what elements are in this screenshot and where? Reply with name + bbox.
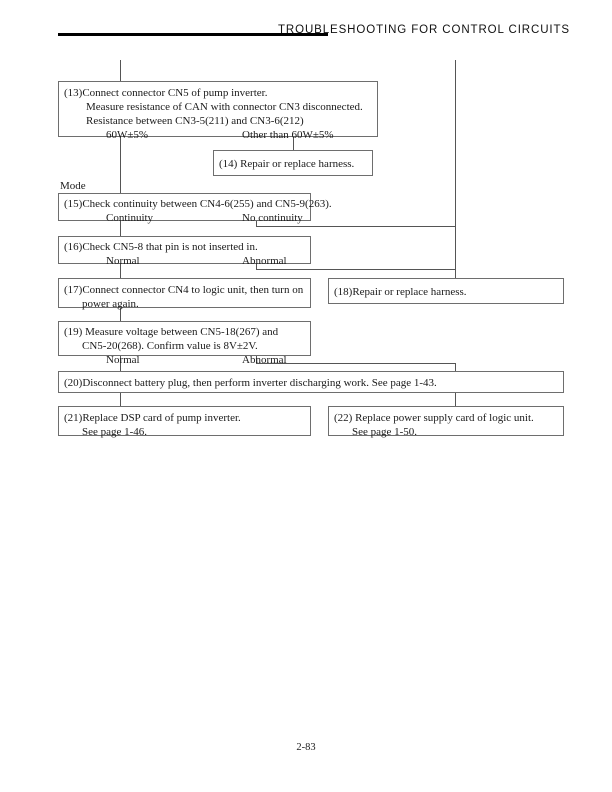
connector-step16-branch-down: [256, 264, 257, 270]
step18-line1: (18)Repair or replace harness.: [334, 285, 557, 299]
step19-branch-row: Normal Abnormal: [64, 353, 304, 367]
step13-text1: Connect connector CN5 of pump inverter.: [82, 87, 268, 99]
step21-number: (21): [64, 412, 83, 424]
step13-branch-right-label: Other than 60W±5%: [242, 129, 334, 141]
step15-branch-row: Continuity No continuity: [64, 211, 304, 225]
step13-line3: Resistance between CN3-5(211) and CN3-6(…: [86, 115, 304, 127]
step14-line1: (14) Repair or replace harness.: [219, 157, 366, 171]
step19-text1: Measure voltage between CN5-18(267) and: [85, 326, 279, 338]
step17-line2: power again.: [82, 298, 139, 310]
step17-line1: (17)Connect connector CN4 to logic unit,…: [64, 283, 304, 297]
step15-number: (15): [64, 198, 83, 210]
flow-step-18: (18)Repair or replace harness.: [328, 278, 564, 304]
step22-line2: See page 1-50.: [352, 426, 418, 438]
step14-text1: Repair or replace harness.: [240, 158, 355, 170]
step16-text1: Check CN5-8 that pin is not inserted in.: [82, 241, 258, 253]
connector-step20-to-step21: [120, 393, 121, 406]
step17-text1: Connect connector CN4 to logic unit, the…: [82, 284, 304, 296]
step13-branch-row: 60W±5% Other than 60W±5%: [64, 128, 371, 142]
step16-branch-right-label: Abnormal: [242, 255, 287, 267]
step19-line2: CN5-20(268). Confirm value is 8V±2V.: [82, 340, 258, 352]
connector-step17-to-step19: [120, 308, 121, 321]
step13-line2: Measure resistance of CAN with connector…: [86, 101, 363, 113]
connector-step19-branch-right: [256, 363, 456, 364]
step15-text1: Check continuity between CN4-6(255) and …: [82, 198, 332, 210]
connector-step13-to-step15: [120, 137, 121, 193]
step15-branch-right-label: No continuity: [242, 212, 303, 224]
step19-number: (19): [64, 326, 83, 338]
flow-step-19: (19) Measure voltage between CN5-18(267)…: [58, 321, 311, 366]
step18-number: (18): [334, 286, 353, 298]
connector-into-step13: [120, 60, 121, 81]
step15-branch-left-label: Continuity: [106, 212, 154, 224]
connector-step15-to-step16: [120, 221, 121, 236]
connector-step16-branch-right: [256, 269, 456, 270]
step17-number: (17): [64, 284, 83, 296]
flow-step-13: (13)Connect connector CN5 of pump invert…: [58, 81, 378, 141]
mode-label: Mode: [60, 180, 86, 192]
connector-step16-to-step17: [120, 264, 121, 278]
step20-text1: Disconnect battery plug, then perform in…: [82, 377, 437, 389]
connector-step19-branch-into-step20: [455, 363, 456, 371]
flow-step-14: (14) Repair or replace harness.: [213, 150, 373, 176]
step16-branch-row: Normal Abnormal: [64, 254, 304, 268]
step16-number: (16): [64, 241, 83, 253]
step19-branch-right-label: Abnormal: [242, 354, 287, 366]
step21-line2: See page 1-46.: [82, 426, 148, 438]
connector-step19-branch-down: [256, 356, 257, 364]
step19-line1: (19) Measure voltage between CN5-18(267)…: [64, 325, 304, 339]
flow-step-15: (15)Check continuity between CN4-6(255) …: [58, 193, 332, 224]
step14-number: (14): [219, 158, 238, 170]
connector-step13-to-step14: [293, 137, 294, 150]
connector-step15-branch-down: [256, 221, 257, 227]
connector-step19-to-step20: [120, 356, 121, 371]
step16-branch-left-label: Normal: [106, 255, 140, 267]
step19-branch-left-label: Normal: [106, 354, 140, 366]
flow-step-20: (20)Disconnect battery plug, then perfor…: [58, 371, 564, 393]
step20-number: (20): [64, 377, 83, 389]
flow-step-16: (16)Check CN5-8 that pin is not inserted…: [58, 236, 311, 267]
header-rule: [58, 33, 328, 36]
step20-line1: (20)Disconnect battery plug, then perfor…: [64, 376, 557, 390]
page-header-title: TROUBLESHOOTING FOR CONTROL CIRCUITS: [277, 24, 570, 36]
connector-step15-branch-right: [256, 226, 456, 227]
connector-right-rail: [455, 60, 456, 278]
flow-step-17: (17)Connect connector CN4 to logic unit,…: [58, 278, 311, 310]
step16-line1: (16)Check CN5-8 that pin is not inserted…: [64, 240, 304, 254]
step13-line1: (13)Connect connector CN5 of pump invert…: [64, 86, 371, 100]
step18-text1: Repair or replace harness.: [352, 286, 467, 298]
connector-step20-to-step22: [455, 393, 456, 406]
flow-step-21: (21)Replace DSP card of pump inverter. S…: [58, 406, 311, 438]
step13-branch-left-label: 60W±5%: [106, 129, 149, 141]
flow-step-22: (22) Replace power supply card of logic …: [328, 406, 564, 438]
step21-text1: Replace DSP card of pump inverter.: [82, 412, 241, 424]
step15-line1: (15)Check continuity between CN4-6(255) …: [64, 197, 332, 211]
step22-number: (22): [334, 412, 353, 424]
step22-text1: Replace power supply card of logic unit.: [355, 412, 534, 424]
step21-line1: (21)Replace DSP card of pump inverter.: [64, 411, 304, 425]
step22-line1: (22) Replace power supply card of logic …: [334, 411, 557, 425]
step13-number: (13): [64, 87, 83, 99]
page-footer: 2-83: [296, 742, 316, 753]
